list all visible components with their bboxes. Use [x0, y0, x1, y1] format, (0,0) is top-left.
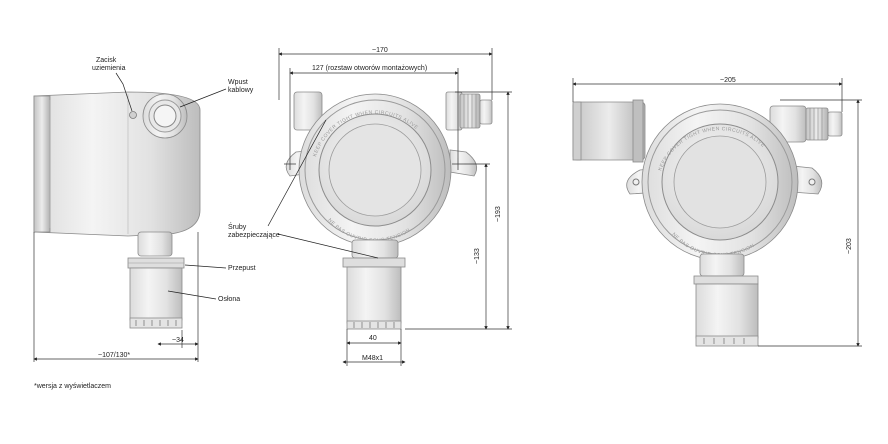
- cable-gland-label-1: Wpust: [228, 79, 248, 86]
- dim-sensor-width: 40: [369, 335, 377, 342]
- cover-label: Osłona: [218, 296, 240, 303]
- ground-terminal-label-1: Zacisk: [96, 57, 117, 64]
- dim-mount-spacing: 127 (rozstaw otworów montażowych): [312, 65, 427, 72]
- dim-side-width: ~107/130*: [98, 352, 130, 359]
- front-view: KEEP COVER TIGHT WHEN CIRCUITS ALIVE NE …: [228, 47, 512, 366]
- cable-gland-label-2: kablowy: [228, 87, 254, 94]
- side-view: Zacisk uziemienia Wpust kablowy Przepust…: [33, 57, 256, 390]
- dim-thread: M48x1: [362, 355, 383, 362]
- footnote: *wersja z wyświetlaczem: [34, 383, 111, 390]
- dim-right-height: ~203: [846, 238, 853, 254]
- dim-sensor-side: ~34: [172, 337, 184, 344]
- display-version-view: KEEP COVER TIGHT WHEN CIRCUITS ALIVE NE …: [572, 77, 862, 347]
- dim-right-width: ~205: [720, 77, 736, 84]
- dim-front-height: ~193: [495, 206, 502, 222]
- locking-screws-label-1: Śruby: [228, 222, 247, 231]
- locking-screws-label-2: zabezpieczające: [228, 232, 280, 239]
- dim-front-width: ~170: [372, 47, 388, 54]
- ground-terminal-label-2: uziemienia: [92, 65, 126, 72]
- dim-mount-height: ~133: [474, 248, 481, 264]
- adapter-label: Przepust: [228, 265, 256, 272]
